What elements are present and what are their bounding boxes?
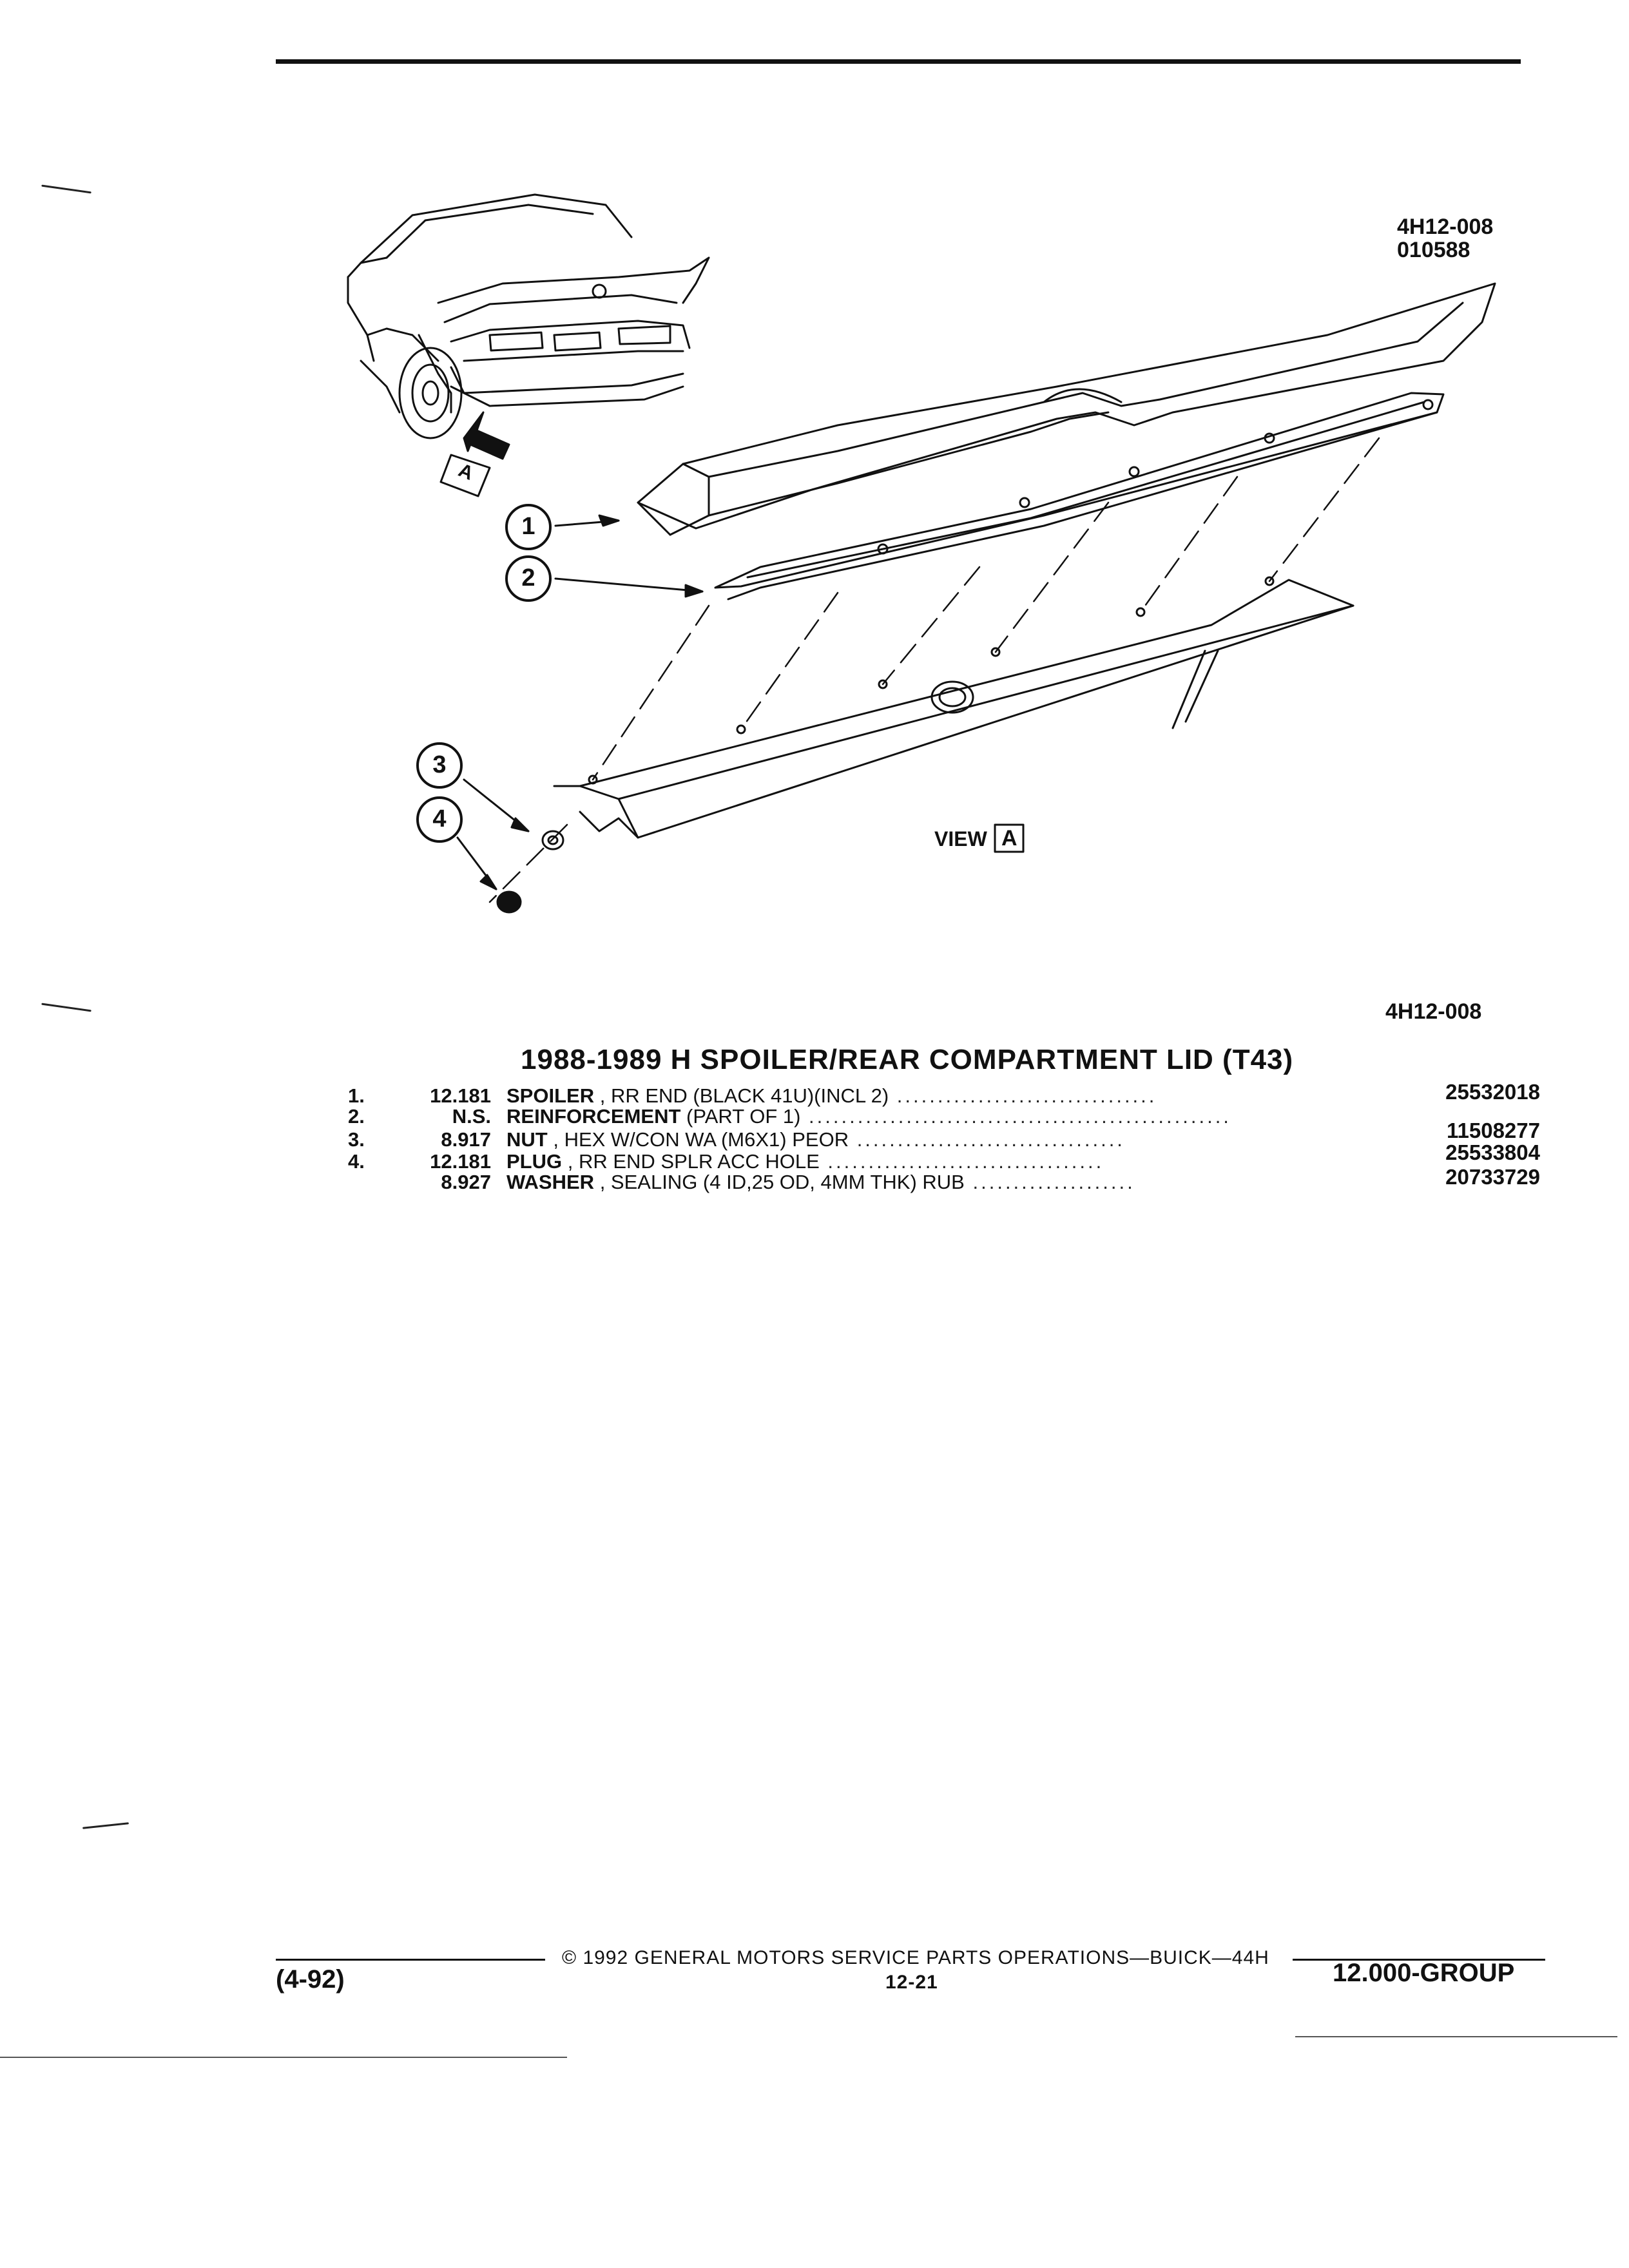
row-leader: ..................................	[819, 1150, 1104, 1173]
row-description: PLUG , RR END SPLR ACC HOLE ............…	[506, 1151, 1104, 1173]
callout-number-2: 2	[521, 564, 535, 591]
row-ref: 1.	[348, 1084, 365, 1107]
footer-page-number: 12-21	[885, 1972, 938, 1993]
row-group: 8.927	[441, 1171, 491, 1193]
row-part-number: 25532018	[1445, 1080, 1540, 1104]
row-leader: .................................	[849, 1128, 1125, 1151]
rear-compartment-lid-panel	[553, 576, 1354, 839]
footer-copyright: © 1992 GENERAL MOTORS SERVICE PARTS OPER…	[562, 1947, 1269, 1968]
callout-number-1: 1	[521, 513, 535, 540]
row-desc: , RR END (BLACK 41U)(INCL 2)	[599, 1084, 889, 1107]
figure-id-top: 4H12-008	[1397, 215, 1494, 239]
figure-date-code: 010588	[1397, 238, 1470, 262]
row-part-number: 11508277	[1446, 1119, 1540, 1142]
row-ref: 2.	[348, 1105, 365, 1128]
row-description: REINFORCEMENT (PART OF 1) ..............…	[506, 1106, 1231, 1128]
row-name: PLUG	[506, 1150, 563, 1173]
parts-row: 8.927 WASHER , SEALING (4 ID,25 OD, 4MM …	[0, 1166, 1629, 1193]
row-leader: ................................	[889, 1084, 1157, 1107]
parts-row: 3. 8.917 NUT , HEX W/CON WA (M6X1) PEOR …	[0, 1120, 1629, 1151]
row-description: SPOILER , RR END (BLACK 41U)(INCL 2) ...…	[506, 1085, 1157, 1107]
row-name: REINFORCEMENT	[506, 1105, 681, 1128]
view-box-icon	[439, 454, 491, 497]
view-letter-box	[994, 823, 1025, 853]
row-desc: , HEX W/CON WA (M6X1) PEOR	[553, 1128, 849, 1151]
row-leader: ....................	[964, 1171, 1135, 1193]
car-rear-illustration	[347, 193, 710, 439]
view-arrow-icon	[463, 411, 510, 460]
row-desc: , SEALING (4 ID,25 OD, 4MM THK) RUB	[599, 1171, 965, 1193]
view-letter: A	[1001, 826, 1017, 850]
callout-leaders	[456, 514, 704, 890]
row-desc: , RR END SPLR ACC HOLE	[567, 1150, 820, 1173]
row-name: NUT	[506, 1128, 548, 1151]
view-label: VIEW	[934, 827, 987, 850]
row-group: 12.181	[430, 1150, 491, 1173]
footer-rule-right	[1293, 1959, 1545, 1961]
row-description: WASHER , SEALING (4 ID,25 OD, 4MM THK) R…	[506, 1171, 1135, 1193]
callout-circle-1	[505, 504, 552, 550]
callout-circle-4	[416, 796, 463, 843]
footer-rule-left	[276, 1959, 545, 1961]
row-desc: (PART OF 1)	[686, 1105, 801, 1128]
row-leader: ........................................…	[800, 1105, 1231, 1128]
bottom-scan-line	[0, 2057, 567, 2058]
callout-number-3: 3	[432, 751, 447, 778]
footer-date: (4-92)	[276, 1965, 345, 1994]
row-name: SPOILER	[506, 1084, 595, 1107]
row-group: 8.917	[441, 1128, 491, 1151]
row-part-number: 20733729	[1445, 1165, 1540, 1189]
alignment-lines	[488, 437, 1380, 903]
footer-group: 12.000-GROUP	[1333, 1959, 1515, 1987]
plug-part	[496, 890, 522, 914]
spoiler-part	[637, 282, 1496, 536]
row-ref: 4.	[348, 1150, 365, 1173]
row-ref: 3.	[348, 1128, 365, 1151]
parts-row: 4. 12.181 PLUG , RR END SPLR ACC HOLE ..…	[0, 1142, 1629, 1173]
parts-list-title: 1988-1989 H SPOILER/REAR COMPARTMENT LID…	[521, 1044, 1294, 1075]
figure-id-bottom: 4H12-008	[1385, 999, 1482, 1024]
callout-circle-3	[416, 742, 463, 789]
parts-row: 1. 12.181 SPOILER , RR END (BLACK 41U)(I…	[0, 1081, 1629, 1107]
reinforcement-part	[714, 392, 1445, 601]
top-rule	[276, 59, 1521, 64]
parts-row: 2. N.S. REINFORCEMENT (PART OF 1) ......…	[0, 1106, 1629, 1128]
callout-number-4: 4	[432, 805, 447, 832]
callout-circle-2	[505, 555, 552, 602]
nut-part	[541, 830, 564, 850]
row-name: WASHER	[506, 1171, 595, 1193]
bottom-scan-line	[1295, 2036, 1617, 2037]
row-group: 12.181	[430, 1084, 491, 1107]
row-part-number: 25533804	[1445, 1140, 1540, 1164]
row-description: NUT , HEX W/CON WA (M6X1) PEOR .........…	[506, 1129, 1125, 1151]
row-group: N.S.	[452, 1105, 491, 1128]
